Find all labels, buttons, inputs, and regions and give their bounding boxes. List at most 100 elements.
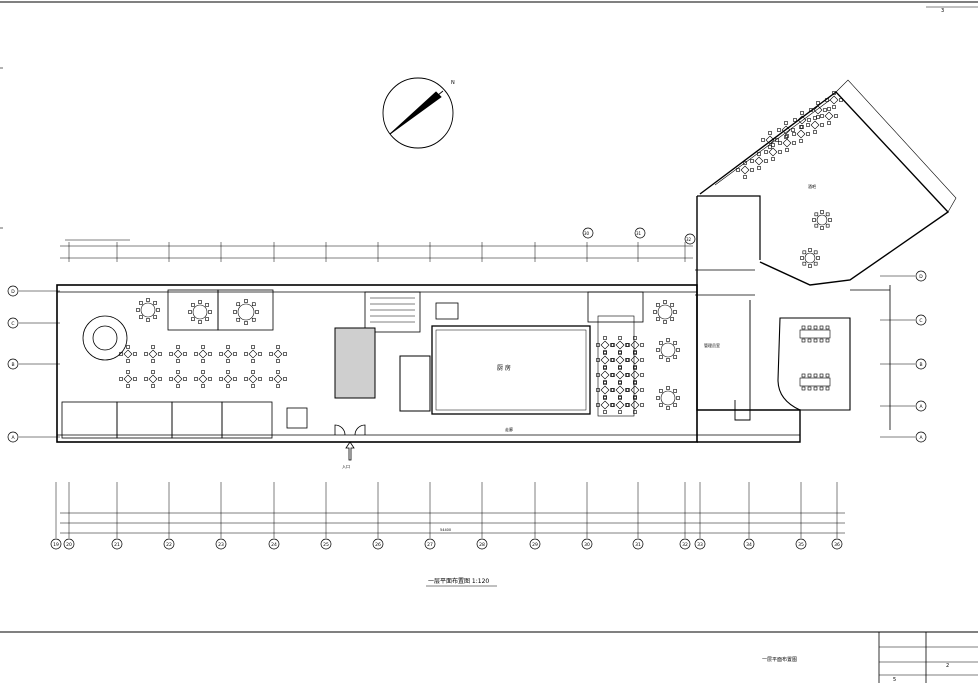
- total-width-dimension: 54400: [440, 528, 451, 532]
- square-table: [792, 125, 810, 143]
- square-table: [119, 345, 137, 363]
- round-table: [656, 386, 680, 410]
- grid-column-bubble: [694, 538, 706, 550]
- round-table: [188, 300, 212, 324]
- square-table: [244, 345, 262, 363]
- grid-column-bubble: [581, 538, 593, 550]
- grid-column-bubble: [795, 538, 807, 550]
- top-tag-3: 32: [686, 237, 692, 242]
- square-table: [611, 336, 629, 354]
- top-dimension-lines: [60, 239, 693, 259]
- square-table: [777, 121, 795, 139]
- grid-row-bubble: [7, 358, 19, 370]
- title-block-sheet: 5: [893, 677, 896, 683]
- grid-row-bubble: [915, 314, 927, 326]
- grid-column-label: 20: [66, 542, 72, 548]
- grid-row-bubble: [915, 358, 927, 370]
- top-dimension-ticks: [68, 242, 686, 262]
- title-block-name: 一层平面布置图: [762, 656, 797, 663]
- grid-column-bubble: [215, 538, 227, 550]
- grid-column-label: 30: [584, 542, 590, 548]
- square-table: [626, 336, 644, 354]
- meeting-table: [799, 373, 831, 391]
- square-table: [169, 370, 187, 388]
- building-walls: [56, 79, 957, 443]
- square-table: [596, 381, 614, 399]
- grid-column-label: 19: [53, 542, 59, 548]
- furniture-layout: [119, 91, 843, 414]
- grid-row-label: C: [919, 318, 922, 324]
- round-table: [812, 210, 832, 230]
- square-table: [194, 345, 212, 363]
- square-table: [596, 336, 614, 354]
- grid-row-bubble: [7, 431, 19, 443]
- grid-row-bubble: [915, 431, 927, 443]
- room-label-entrance: 入口: [342, 464, 350, 469]
- room-label-corridor: 走廊: [505, 426, 513, 432]
- square-table: [736, 161, 754, 179]
- grid-column-label: 36: [834, 542, 840, 548]
- square-table: [144, 370, 162, 388]
- square-table: [611, 396, 629, 414]
- square-table: [144, 345, 162, 363]
- grid-column-label: 32: [682, 542, 688, 548]
- grid-column-tags-top: [582, 227, 696, 245]
- square-table: [219, 370, 237, 388]
- private-rooms: [61, 289, 308, 439]
- grid-column-label: 24: [271, 542, 277, 548]
- grid-row-label: A: [919, 435, 923, 441]
- room-label-bar: 酒吧: [808, 183, 816, 189]
- square-table: [119, 370, 137, 388]
- grid-row-bubble: [7, 317, 19, 329]
- square-table: [626, 366, 644, 384]
- square-table: [596, 351, 614, 369]
- grid-column-label: 21: [114, 542, 120, 548]
- grid-column-label: 26: [375, 542, 381, 548]
- grid-column-bubble: [831, 538, 843, 550]
- round-table: [656, 338, 680, 362]
- round-table: [233, 299, 259, 325]
- square-table: [611, 381, 629, 399]
- square-table: [269, 370, 287, 388]
- grid-row-bubble: [915, 270, 927, 282]
- square-table: [596, 396, 614, 414]
- stair-treads: [370, 297, 415, 323]
- meeting-table: [799, 325, 831, 343]
- square-table: [596, 366, 614, 384]
- square-table: [750, 152, 768, 170]
- grid-column-label: 31: [635, 542, 641, 548]
- grid-column-bubble: [529, 538, 541, 550]
- grid-column-label: 33: [697, 542, 703, 548]
- grid-column-bubble: [743, 538, 755, 550]
- round-table: [136, 298, 160, 322]
- grid-column-label: 25: [323, 542, 329, 548]
- kitchen-block: [364, 291, 644, 417]
- grid-row-label: A: [11, 435, 15, 441]
- grid-column-bubble: [163, 538, 175, 550]
- grid-row-label: B: [11, 362, 14, 368]
- grid-row-bubble: [7, 285, 19, 297]
- square-table: [825, 91, 843, 109]
- square-table: [626, 381, 644, 399]
- square-table: [806, 116, 824, 134]
- grid-column-bubble: [63, 538, 75, 550]
- square-table: [244, 370, 262, 388]
- square-table: [626, 396, 644, 414]
- square-table: [611, 366, 629, 384]
- grid-column-bubble: [372, 538, 384, 550]
- square-table: [793, 111, 811, 129]
- grid-row-label: D: [11, 289, 15, 295]
- title-block-fraction: 2: [946, 663, 949, 669]
- grid-column-bubble: [50, 538, 62, 550]
- square-table: [764, 143, 782, 161]
- grid-column-bubble: [424, 538, 436, 550]
- grid-column-label: 28: [479, 542, 485, 548]
- square-table: [169, 345, 187, 363]
- round-table: [653, 300, 677, 324]
- grid-column-bubble: [632, 538, 644, 550]
- grid-row-label: D: [919, 274, 923, 280]
- round-table: [800, 248, 820, 268]
